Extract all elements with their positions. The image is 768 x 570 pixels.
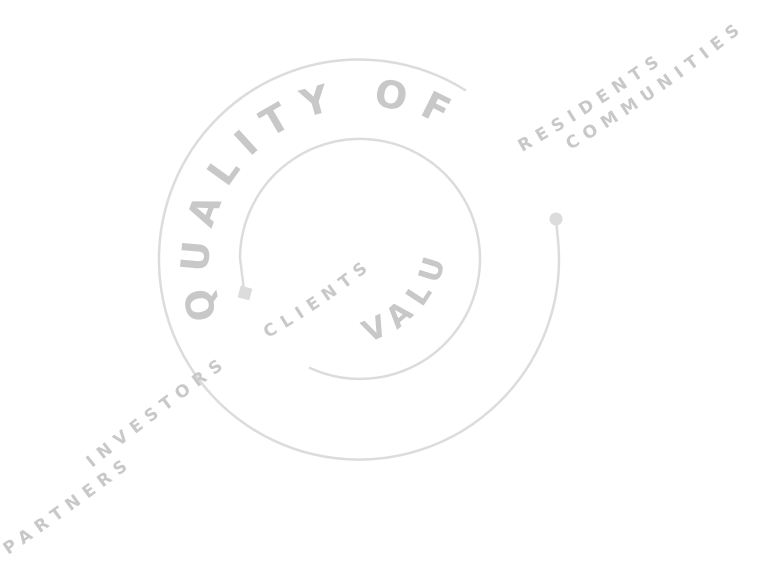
clients-label: CLIENTS bbox=[260, 254, 377, 342]
investors-label: INVESTORS bbox=[83, 352, 233, 472]
outer-spiral-end-dot bbox=[549, 212, 563, 226]
inner-spiral-arc bbox=[238, 137, 482, 381]
inner-spiral-end-marker bbox=[237, 285, 253, 301]
partners-label: PARTNERS bbox=[0, 452, 137, 559]
communities-label: COMMUNITIES bbox=[563, 16, 749, 154]
outer-spiral-arc bbox=[157, 58, 561, 461]
inner-spiral-tail bbox=[238, 256, 246, 292]
